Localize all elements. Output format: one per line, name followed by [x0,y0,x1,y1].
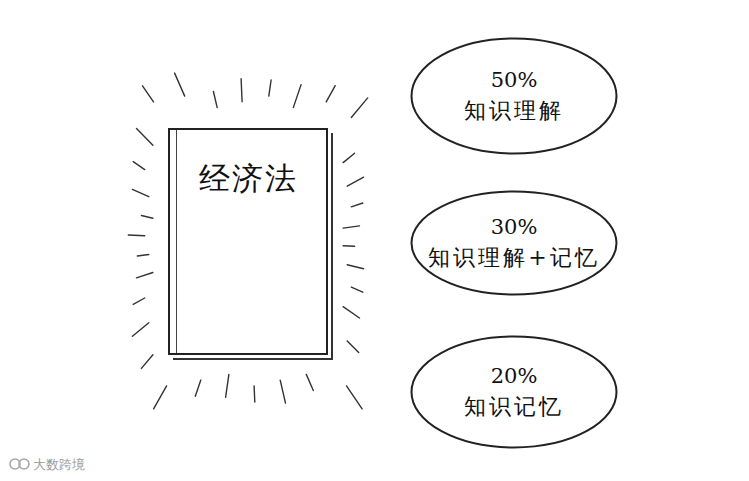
ray-stroke [326,86,335,102]
ray-stroke [343,307,359,318]
ray-stroke [137,129,153,146]
ray-stroke [347,386,363,409]
ray-stroke [347,177,363,186]
oval-outline [410,335,618,449]
ray-stroke [226,374,229,397]
ray-stroke [133,162,145,170]
ray-stroke [133,298,145,304]
ray-stroke [141,216,153,219]
watermark-logo [8,455,30,473]
ray-stroke [347,265,363,269]
ray-stroke [347,341,359,353]
ray-stroke [293,85,301,108]
book-spine [176,130,177,353]
ray-stroke [343,226,359,228]
ray-stroke [306,374,313,390]
ray-stroke [280,380,285,403]
ray-stroke [132,323,148,337]
watermark: 大数跨境 [33,456,85,474]
percent-oval: 20%知识记忆 [410,335,618,449]
book-title: 经济法 [170,158,326,200]
ray-stroke [253,386,255,402]
ray-stroke [154,386,167,409]
ray-stroke [132,189,148,196]
oval-outline [410,37,618,155]
ray-stroke [137,273,153,278]
oval-outline [410,190,618,296]
percent-value: 50% [410,65,618,95]
ray-stroke [141,355,153,369]
oval-label: 知识理解+记忆 [410,242,618,274]
percent-value: 20% [410,361,618,391]
ray-stroke [351,203,363,207]
ray-stroke [351,287,363,292]
percent-oval: 50%知识理解 [410,37,618,155]
ray-stroke [351,98,367,118]
percent-oval: 30%知识理解+记忆 [410,190,618,296]
ray-stroke [175,73,185,96]
ray-stroke [195,380,201,396]
percent-value: 30% [410,212,618,242]
ray-stroke [343,153,355,162]
ray-stroke [128,234,144,236]
ray-stroke [269,80,271,96]
ray-stroke [213,92,217,108]
oval-label: 知识理解 [410,95,618,127]
ray-stroke [137,255,149,257]
ray-stroke [143,86,154,102]
book-cover: 经济法 [168,128,328,355]
ray-stroke [343,245,355,247]
oval-label: 知识记忆 [410,391,618,423]
ray-stroke [241,79,242,102]
